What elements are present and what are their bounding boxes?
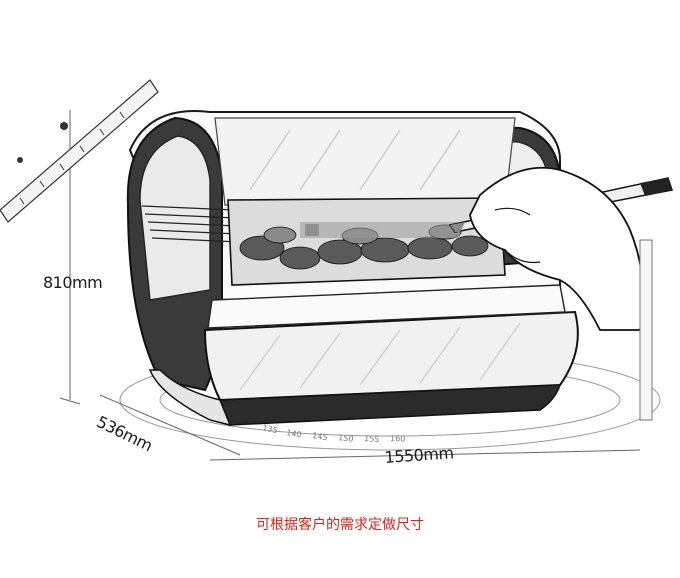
ruler-right — [639, 239, 653, 421]
floor-ruler: 135 140 145 150 155 160 — [262, 423, 406, 444]
svg-text:150: 150 — [338, 433, 354, 444]
svg-text:140: 140 — [286, 428, 303, 440]
kick-plate — [218, 384, 562, 426]
lid-slats — [141, 205, 240, 243]
svg-text:135: 135 — [262, 423, 279, 435]
svg-text:155: 155 — [364, 434, 380, 444]
custom-size-caption: 可根据客户的需求定做尺寸 — [256, 517, 424, 533]
glass-canopy — [214, 117, 516, 206]
watermark-logo — [300, 222, 460, 238]
height-dimension-label: 810mm — [43, 273, 103, 292]
svg-text:145: 145 — [312, 431, 328, 442]
hand-with-pencil — [448, 166, 673, 331]
cabinet-body — [126, 110, 579, 427]
ruler-left — [0, 79, 159, 223]
dimension-lines — [59, 110, 641, 461]
svg-text:160: 160 — [390, 434, 406, 444]
